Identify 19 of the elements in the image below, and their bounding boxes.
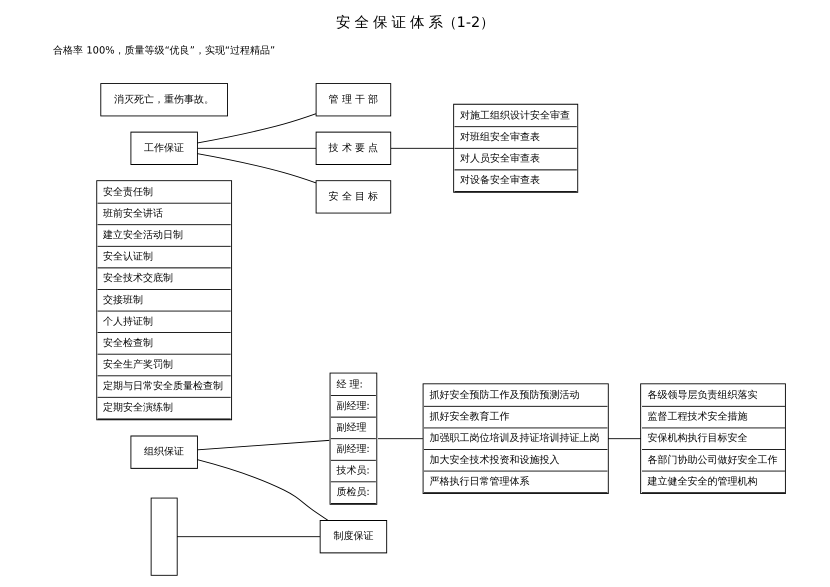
node-box: 技 术 要 点 [316, 132, 392, 165]
label: 合格率 100%，质量等级“优良”，实现“过程精品” [53, 46, 276, 57]
connector [197, 440, 330, 450]
node-box: 制度保证 [320, 520, 388, 554]
connector [378, 438, 424, 440]
node-box: 消灭死亡，重伤事故。 [100, 83, 228, 116]
node-box: 安 全 目 标 [316, 180, 392, 214]
diagram-title: 安 全 保 证 体 系（1-2） [336, 14, 494, 31]
connector [197, 148, 317, 149]
connector [197, 153, 316, 184]
node-box: 管 理 干 部 [316, 83, 392, 116]
connector [197, 459, 328, 521]
connector [197, 113, 316, 144]
connector [176, 536, 320, 538]
node-box: 组织保证 [130, 436, 198, 469]
node-box [150, 498, 178, 576]
connector [390, 148, 454, 149]
node-box: 工作保证 [130, 132, 198, 165]
connector [608, 438, 641, 440]
